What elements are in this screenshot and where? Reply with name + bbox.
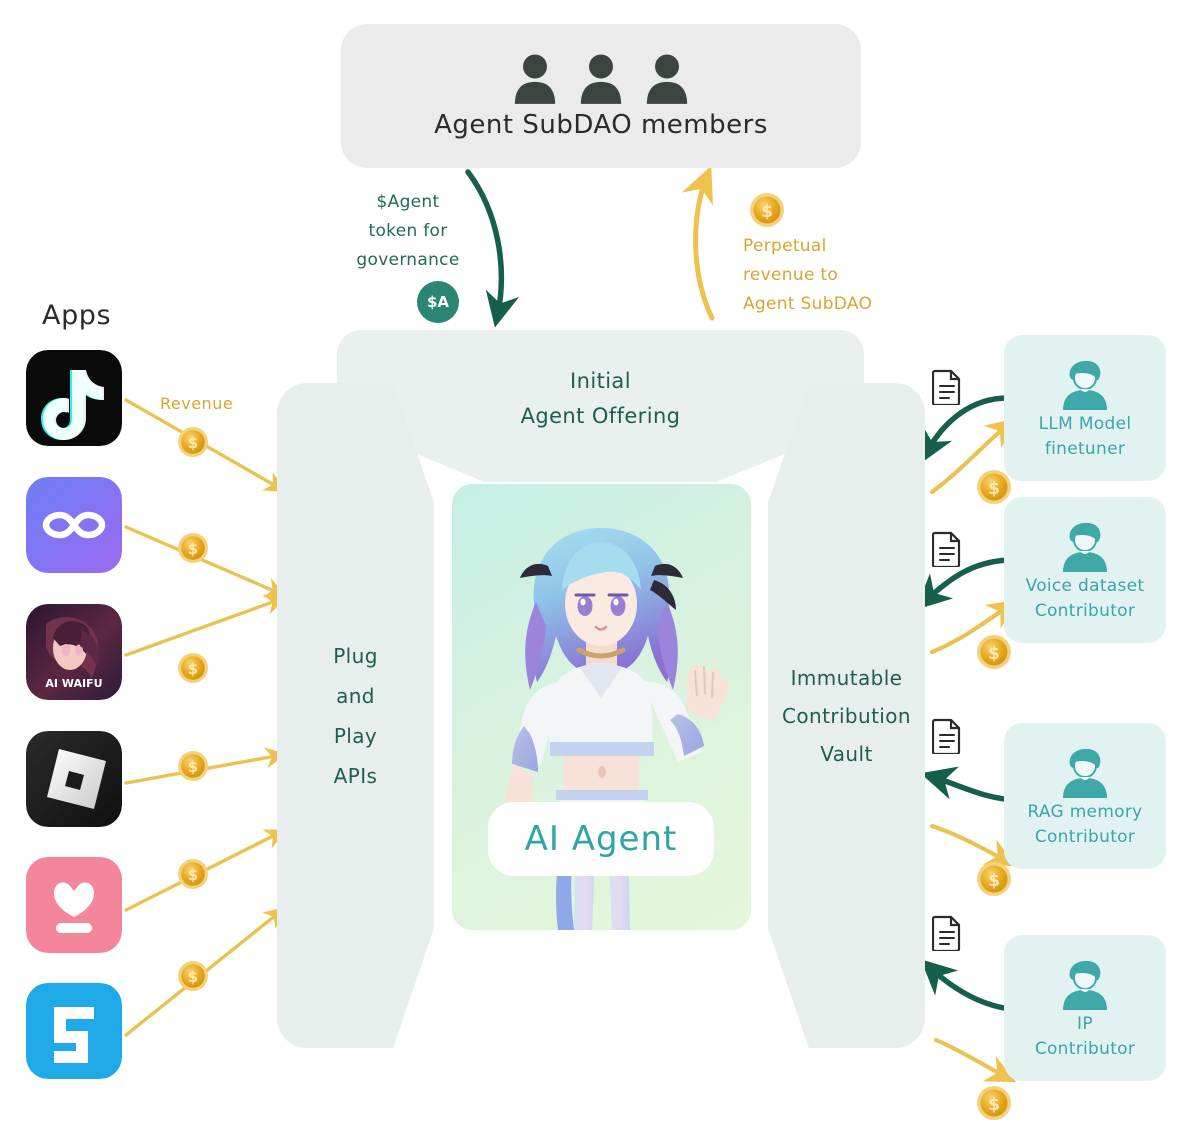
dollar-coin-icon: $ — [750, 193, 784, 227]
app-icon-roblox[interactable] — [26, 731, 122, 827]
document-icon — [932, 915, 961, 951]
payout-arrow-3 — [929, 823, 1017, 867]
person-avatar-icon — [1063, 748, 1107, 798]
dollar-coin-icon: $ — [977, 1086, 1011, 1120]
svg-text:$: $ — [988, 644, 1000, 664]
tiktok-icon — [26, 350, 122, 446]
svg-text:$: $ — [988, 479, 1000, 499]
svg-text:$: $ — [188, 758, 198, 776]
person-icon — [514, 54, 556, 104]
infinity-icon — [26, 477, 122, 573]
person-icon — [580, 54, 622, 104]
dollar-coin-icon: $ — [178, 427, 208, 457]
governance-arrow — [465, 169, 520, 328]
dollar-coin-icon: $ — [977, 470, 1011, 504]
svg-text:$: $ — [988, 1095, 1000, 1115]
person-icon — [646, 54, 688, 104]
person-avatar-icon — [1063, 360, 1107, 410]
payout-arrow-4 — [933, 1037, 1017, 1083]
subdao-people-icons — [512, 52, 690, 104]
ai-agent-card: AI Agent — [452, 484, 751, 930]
svg-text:$: $ — [188, 434, 198, 452]
dollar-coin-icon: $ — [178, 961, 208, 991]
dollar-coin-icon: $ — [178, 751, 208, 781]
app-icon-ai-waifu[interactable]: AI WAIFU — [26, 604, 122, 700]
app-icon-letter-s[interactable] — [26, 983, 122, 1079]
dollar-coin-icon: $ — [178, 533, 208, 563]
svg-text:$: $ — [188, 540, 198, 558]
dollar-coin-icon: $ — [977, 862, 1011, 896]
dollar-coin-icon: $ — [178, 859, 208, 889]
ai-agent-pill: AI Agent — [488, 802, 714, 876]
contribution-arrow-1 — [920, 395, 1011, 464]
ai-agent-label: AI Agent — [524, 819, 678, 859]
svg-text:$: $ — [188, 660, 198, 678]
apps-title: Apps — [42, 300, 112, 331]
agent-subdao-card: Agent SubDAO members — [341, 24, 861, 168]
letter-s-icon — [26, 983, 122, 1079]
svg-text:$: $ — [188, 968, 198, 986]
revenue-flow-label: Revenue — [160, 394, 234, 413]
dollar-coin-icon: $ — [977, 635, 1011, 669]
agent-token-badge-label: $A — [426, 293, 450, 311]
svg-text:AI WAIFU: AI WAIFU — [45, 677, 102, 690]
document-icon — [932, 718, 961, 754]
svg-text:$: $ — [761, 202, 773, 222]
dollar-coin-icon: $ — [178, 653, 208, 683]
app-icon-infinity[interactable] — [26, 477, 122, 573]
revenue-arrow-3 — [124, 594, 287, 657]
person-avatar-icon — [1063, 522, 1107, 572]
document-icon — [932, 531, 961, 567]
document-icon — [932, 369, 961, 405]
person-avatar-icon — [1063, 960, 1107, 1010]
heart-smile-icon — [26, 857, 122, 953]
ai-waifu-icon: AI WAIFU — [26, 604, 122, 700]
agent-subdao-label: Agent SubDAO members — [434, 110, 768, 140]
app-icon-pink-heart[interactable] — [26, 857, 122, 953]
svg-text:$: $ — [188, 866, 198, 884]
roblox-icon — [26, 731, 122, 827]
perpetual-revenue-arrow — [681, 165, 715, 321]
app-icon-tiktok[interactable] — [26, 350, 122, 446]
svg-text:$: $ — [988, 871, 1000, 891]
agent-token-badge: $A — [417, 281, 459, 323]
